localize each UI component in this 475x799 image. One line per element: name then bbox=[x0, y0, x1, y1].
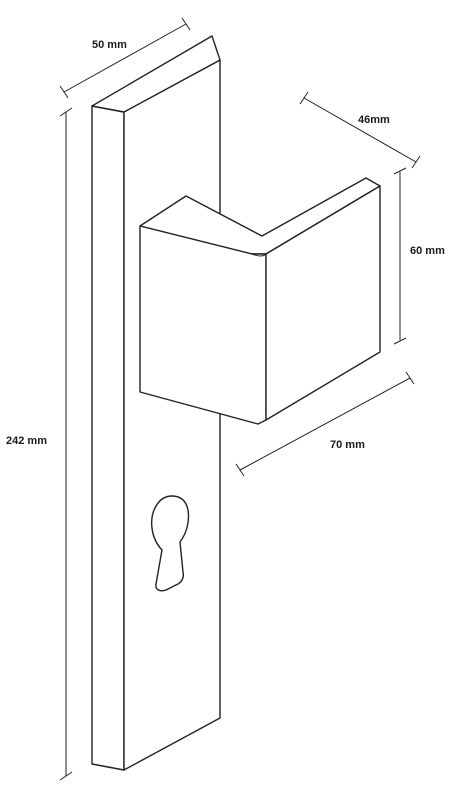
dim-handle-depth bbox=[299, 91, 421, 169]
keyhole-cutout bbox=[151, 495, 190, 592]
lever-front-face bbox=[139, 225, 267, 425]
lever-side-face bbox=[265, 185, 381, 421]
backplate-side-face bbox=[123, 59, 221, 771]
label-handle-height: 60 mm bbox=[410, 245, 445, 257]
label-plate-width: 50 mm bbox=[92, 39, 127, 51]
dim-handle-length bbox=[235, 371, 415, 477]
lever-corner-edge bbox=[251, 253, 267, 257]
label-handle-length: 70 mm bbox=[330, 439, 365, 451]
label-handle-depth: 46mm bbox=[358, 114, 390, 126]
dim-plate-width bbox=[59, 17, 191, 99]
backplate-front-face bbox=[91, 105, 125, 771]
dim-plate-height bbox=[59, 107, 73, 781]
dim-handle-height bbox=[393, 167, 407, 345]
backplate-top-face bbox=[91, 35, 221, 113]
lever-handle bbox=[139, 177, 381, 425]
label-plate-height: 242 mm bbox=[6, 435, 47, 447]
